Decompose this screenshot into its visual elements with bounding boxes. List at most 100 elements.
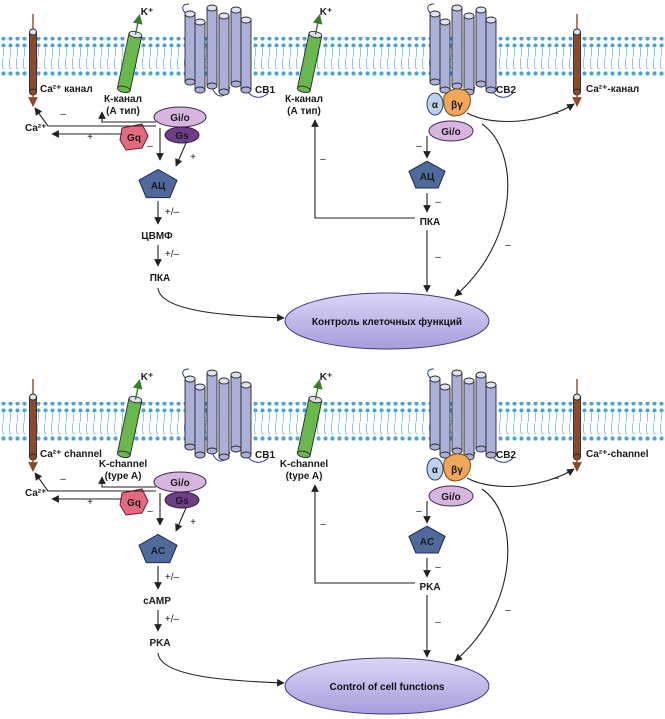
adenylyl-cyclase-cb1 <box>138 168 178 199</box>
calcium-channel-left-label: Ca²⁺ channel <box>40 449 102 460</box>
cb2-receptor <box>427 3 514 98</box>
arrow-beta-gamma-to-ca-channel <box>466 468 575 488</box>
adenylyl-cyclase-cb1 <box>138 533 178 564</box>
calcium-channel-right <box>572 14 582 107</box>
arrow-gio-to-k-channel <box>98 476 156 488</box>
cell-membrane <box>0 402 665 443</box>
sign-minus-control-cb2: – <box>435 252 441 263</box>
arrow-gio-to-k-channel <box>98 111 156 123</box>
potassium-channel-center-body <box>296 30 323 94</box>
gq-protein-label: Gq <box>127 133 141 144</box>
sign-plusminus-pka: +/– <box>165 249 180 260</box>
cell-membrane <box>0 37 665 78</box>
gio-protein-cb2 <box>428 485 474 507</box>
gs-protein-label: Gs <box>175 496 189 507</box>
potassium-channel-center-body <box>296 395 323 459</box>
cb1-label: CB1 <box>255 85 275 96</box>
arrow-gs-to-ac <box>175 507 187 532</box>
arrow-gio-to-ca-channel <box>34 107 156 127</box>
gq-protein <box>119 123 149 151</box>
cb1-receptor-helix-2 <box>194 18 206 94</box>
cb2-receptor-helix-6 <box>485 16 497 94</box>
calcium-channel-right <box>572 379 582 472</box>
cb1-receptor-helix-4 <box>218 12 230 96</box>
gio-protein-cb2 <box>428 120 474 142</box>
calcium-channel-right-body <box>573 393 581 461</box>
arrow-pka-to-control <box>157 652 285 687</box>
sign-plus-gs: + <box>190 517 196 528</box>
potassium-channel-center-efflux-arrow <box>312 379 323 400</box>
membrane-outer-leaflet <box>0 402 665 412</box>
cb1-receptor-helix-1 <box>184 375 196 451</box>
sign-minus-k-channel-cb2: – <box>320 154 326 165</box>
cb1-receptor-helix-3 <box>206 369 218 455</box>
gio-protein-cb2-label: Gi/o <box>441 492 460 503</box>
potassium-channel-left-efflux-arrow <box>132 14 143 35</box>
calcium-channel-right-body <box>573 28 581 96</box>
cb2-receptor-helix-2 <box>439 383 451 459</box>
cb2-receptor-helix-4 <box>463 12 475 96</box>
adenylyl-cyclase-cb2 <box>408 160 446 189</box>
potassium-channel-left-label: K-channel <box>99 459 148 470</box>
cell-functions-label: Контроль клеточных функций <box>312 316 462 328</box>
cb2-receptor-helix-3 <box>451 4 463 90</box>
cb2-receptor-helix-1 <box>429 10 441 86</box>
sign-plus-gq: + <box>87 132 93 143</box>
pka-cb1-label: PKA <box>149 638 170 649</box>
potassium-channel-left-type: (А тип) <box>106 106 140 117</box>
cb1-receptor-helix-6 <box>240 381 252 459</box>
calcium-channel-left <box>28 14 38 107</box>
sign-minus-beta-gamma-control: – <box>505 605 511 616</box>
potassium-channel-left-label: К-канал <box>104 94 142 105</box>
sign-plus-gq: + <box>87 497 93 508</box>
cb1-label: CB1 <box>255 450 275 461</box>
cb1-receptor-helix-4 <box>218 377 230 461</box>
cb2-label: CB2 <box>496 85 516 96</box>
adenylyl-cyclase-cb2-label: АЦ <box>420 172 435 183</box>
camp-label: ЦВМФ <box>141 231 173 242</box>
adenylyl-cyclase-cb2-label: AC <box>420 537 434 548</box>
sign-plusminus-camp: +/– <box>165 207 180 218</box>
gio-protein-cb1-label: Gi/o <box>170 478 189 489</box>
membrane-inner-leaflet <box>0 433 665 443</box>
cell-functions-ellipse <box>284 657 490 715</box>
membrane-outer-leaflet <box>0 37 665 47</box>
pka-cb2-label: PKA <box>419 582 440 593</box>
cb2-receptor-helix-3 <box>451 369 463 455</box>
potassium-channel-center-efflux-arrow <box>312 14 323 35</box>
beta-gamma-subunit <box>443 453 471 482</box>
sign-minus-ca-channel-cb2: – <box>553 473 559 484</box>
sign-minus-beta-gamma-control: – <box>505 240 511 251</box>
gs-protein <box>164 126 200 144</box>
potassium-channel-left <box>116 379 143 459</box>
sign-minus-k-channel: – <box>60 109 66 120</box>
beta-gamma-subunit <box>443 88 471 117</box>
pka-cb1-label: ПКА <box>150 273 171 284</box>
calcium-channel-right-label: Ca²⁺-channel <box>586 449 649 460</box>
calcium-ion-label: Ca²⁺ <box>25 123 46 134</box>
sign-minus-k-channel-cb2: – <box>320 519 326 530</box>
arrow-pka-to-control <box>157 287 285 322</box>
cb1-receptor-helix-2 <box>194 383 206 459</box>
potassium-channel-center-type: (А тип) <box>287 106 321 117</box>
potassium-channel-left-efflux-arrow <box>132 379 143 400</box>
calcium-ion-label: Ca²⁺ <box>25 488 46 499</box>
potassium-ion-label-left: K⁺ <box>141 372 154 383</box>
alpha-subunit <box>426 457 444 481</box>
arrow-beta-gamma-to-control <box>454 123 509 297</box>
sign-minus-pka-cb2: – <box>435 197 441 208</box>
potassium-channel-center <box>296 14 323 94</box>
calcium-channel-left-body <box>29 393 37 461</box>
adenylyl-cyclase-cb2 <box>408 525 446 554</box>
potassium-ion-label-center: K⁺ <box>320 7 333 18</box>
cb2-receptor-helix-1 <box>429 375 441 451</box>
gio-protein-cb1-label: Gi/o <box>170 113 189 124</box>
potassium-ion-label-center: K⁺ <box>320 372 333 383</box>
sign-minus-k-channel: – <box>60 474 66 485</box>
cb2-label: CB2 <box>496 450 516 461</box>
calcium-channel-right-label: Ca²⁺-канал <box>586 84 639 95</box>
sign-minus-ac-cb1: – <box>147 506 153 517</box>
cb2-receptor-helix-5 <box>475 6 487 88</box>
